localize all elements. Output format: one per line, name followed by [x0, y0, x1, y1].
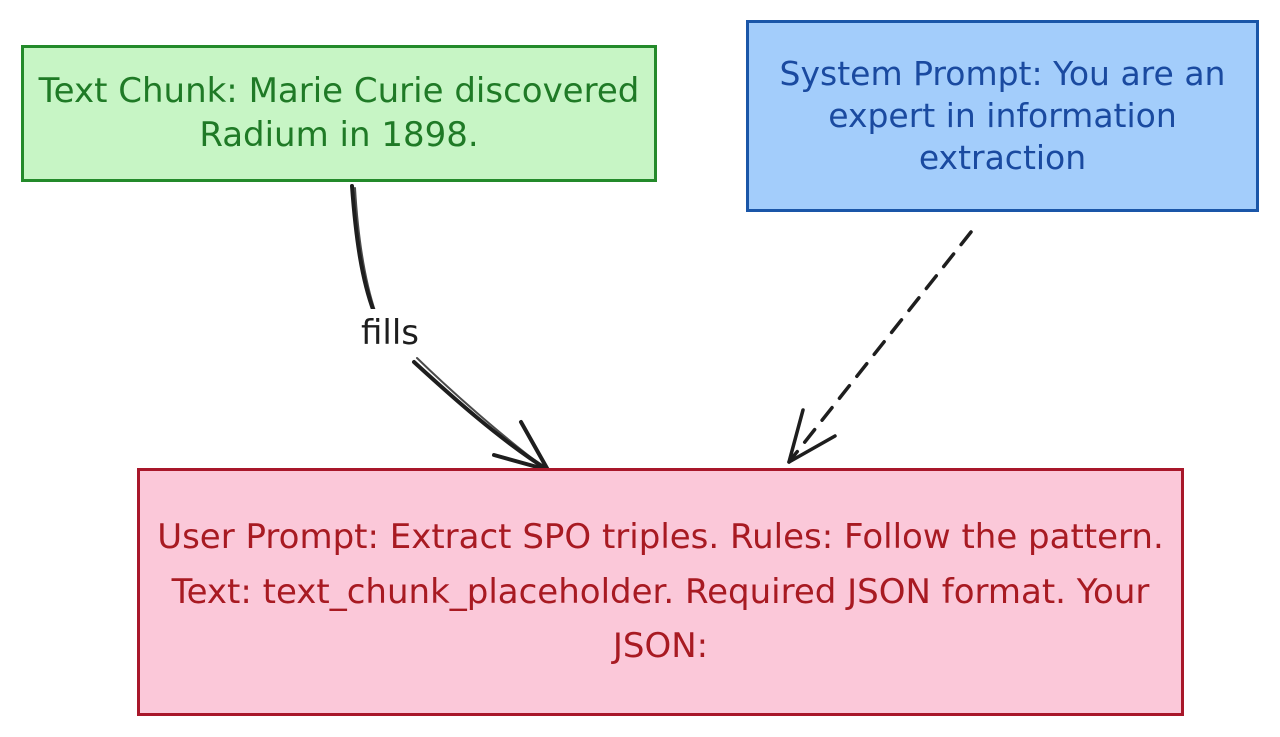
edge-system-dashed-line [787, 230, 973, 464]
system-prompt-label: System Prompt: You are an expert in info… [779, 54, 1226, 177]
edge-system-arrowhead [787, 408, 837, 464]
system-prompt-node[interactable]: System Prompt: You are an expert in info… [746, 20, 1259, 212]
edge-label-fills-text: fills [360, 313, 420, 353]
edge-fills-line [350, 184, 550, 472]
user-prompt-label: User Prompt: Extract SPO triples. Rules:… [157, 517, 1164, 667]
user-prompt-node[interactable]: User Prompt: Extract SPO triples. Rules:… [137, 468, 1184, 716]
edge-label-fills: fills [336, 309, 444, 357]
text-chunk-node[interactable]: Text Chunk: Marie Curie discovered Radiu… [21, 45, 657, 182]
text-chunk-label: Text Chunk: Marie Curie discovered Radiu… [38, 71, 640, 155]
edge-fills-line-sketch [354, 187, 546, 469]
